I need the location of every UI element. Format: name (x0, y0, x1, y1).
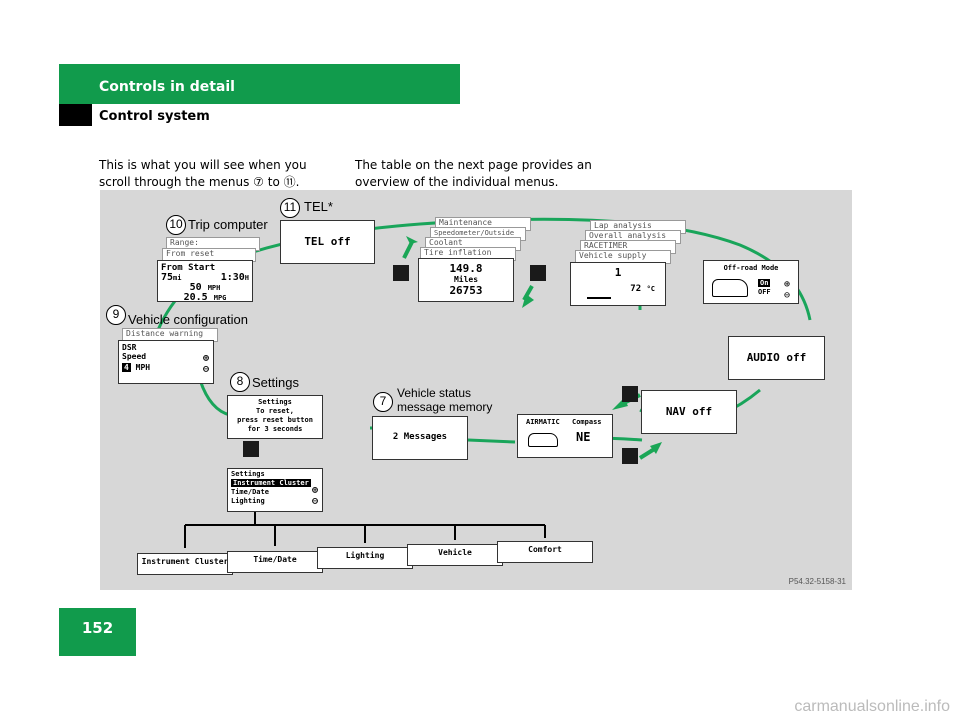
header-band (59, 64, 460, 104)
tab-time-date: Time/Date (227, 551, 323, 573)
arrow-down-right (522, 294, 534, 308)
tab-lighting: Lighting (317, 547, 413, 569)
airmatic-screen: AIRMATIC Compass NE (517, 414, 613, 458)
maint-unit: Miles (453, 275, 479, 284)
settings-plus-minus-icon: ⊕⊖ (311, 485, 318, 507)
trip-economy-unit: MPG (213, 294, 227, 302)
header-marker (59, 104, 92, 126)
vehicle-status-line-2: message memory (397, 400, 493, 414)
vehicle-status-label: Vehicle status message memory (397, 386, 492, 414)
offroad-vehicle-icon (712, 279, 748, 297)
control-system-diagram: 10 Trip computer Range: From reset From … (100, 190, 852, 590)
keypad-up-icon (393, 265, 409, 281)
dsr-value: 4 (122, 363, 131, 372)
keypad-down-icon (530, 265, 546, 281)
trip-speed: 50 (189, 282, 202, 293)
menu-number-10: 10 (166, 215, 186, 235)
trip-distance-unit: mi (173, 274, 182, 282)
trip-time: 1:30 (220, 272, 245, 283)
compass-heading: NE (576, 430, 591, 444)
settings-menu-item-1: Instrument Cluster (231, 479, 311, 487)
page-number-box (59, 608, 136, 656)
trip-time-unit: H (244, 274, 249, 282)
vehicle-config-screen: DSR Speed 4 MPH ⊕⊖ (118, 340, 214, 384)
dsr-unit: MPH (135, 363, 151, 372)
coolant-temp: 72 (630, 284, 642, 294)
dsr-plus-minus-icon: ⊕⊖ (202, 353, 209, 375)
watermark: carmanualsonline.info (794, 698, 950, 715)
settings-menu-title: Settings (231, 470, 265, 478)
maint-value: 149.8 (449, 262, 483, 275)
menu-number-7: 7 (373, 392, 393, 412)
tab-comfort: Comfort (497, 541, 593, 563)
airmatic-label: AIRMATIC (526, 418, 560, 426)
tel-label: TEL* (304, 199, 333, 214)
speed-label: Speed (122, 352, 147, 361)
page-number: 152 (81, 619, 114, 637)
offroad-title: Off-road Mode (723, 264, 779, 272)
phone-key-icon (622, 386, 638, 402)
maintenance-screen: 149.8 Miles 26753 (418, 258, 514, 302)
tab-instrument-cluster: Instrument Cluster (137, 553, 233, 575)
lap-value: 1 (614, 266, 622, 279)
settings-line-1: Settings (258, 398, 292, 406)
vehicle-status-line-1: Vehicle status (397, 386, 472, 400)
menu-number-8: 8 (230, 372, 250, 392)
intro-right: The table on the next page provides an o… (355, 158, 592, 189)
phone-key-icon-2 (622, 448, 638, 464)
airmatic-vehicle-icon (528, 433, 558, 447)
trip-screen-title: From Start (161, 263, 216, 273)
settings-menu-item-2: Time/Date (231, 488, 269, 496)
settings-label: Settings (252, 375, 299, 390)
settings-screen: Settings To reset, press reset button fo… (227, 395, 323, 439)
trip-economy: 20.5 (183, 292, 208, 303)
arrow-up-left (406, 236, 418, 244)
lap-screen: 1 72 °C (570, 262, 666, 306)
tel-screen: TEL off (280, 220, 375, 264)
settings-menu-screen: Settings Instrument Cluster Time/Date Li… (227, 468, 323, 512)
intro-left: This is what you will see when you scrol… (99, 158, 307, 189)
menu-number-9: 9 (106, 305, 126, 325)
vehicle-config-label: Vehicle configuration (128, 312, 248, 327)
figure-code: P54.32-5158-31 (788, 577, 846, 586)
audio-screen: AUDIO off (728, 336, 825, 380)
compass-label: Compass (572, 418, 602, 426)
section-title: Controls in detail (99, 79, 235, 95)
offroad-on: On (758, 279, 771, 287)
coolant-unit: °C (646, 285, 655, 293)
keypad-enter-icon (243, 441, 259, 457)
menu-number-11: 11 (280, 198, 300, 218)
settings-menu-item-3: Lighting (231, 497, 265, 505)
trip-computer-label: Trip computer (188, 217, 268, 232)
trip-computer-screen: From Start 75mi 1:30H 50 MPH 20.5 MPG (157, 260, 253, 303)
coolant-icon (587, 287, 611, 299)
offroad-plus-minus-icon: ⊕⊖ (784, 279, 791, 301)
tab-vehicle: Vehicle (407, 544, 503, 566)
offroad-off: OFF (758, 288, 771, 296)
vehicle-status-screen: 2 Messages (372, 416, 468, 460)
settings-line-2: To reset, (256, 407, 294, 415)
trip-distance: 75 (161, 272, 174, 283)
arrow-right (650, 442, 662, 454)
settings-line-3: press reset button (237, 416, 313, 424)
dsr-label: DSR (122, 343, 137, 352)
maint-odometer: 26753 (449, 284, 483, 297)
subsection-title: Control system (99, 109, 210, 124)
settings-line-4: for 3 seconds (247, 425, 303, 433)
trip-speed-unit: MPH (207, 284, 221, 292)
nav-screen: NAV off (641, 390, 737, 434)
